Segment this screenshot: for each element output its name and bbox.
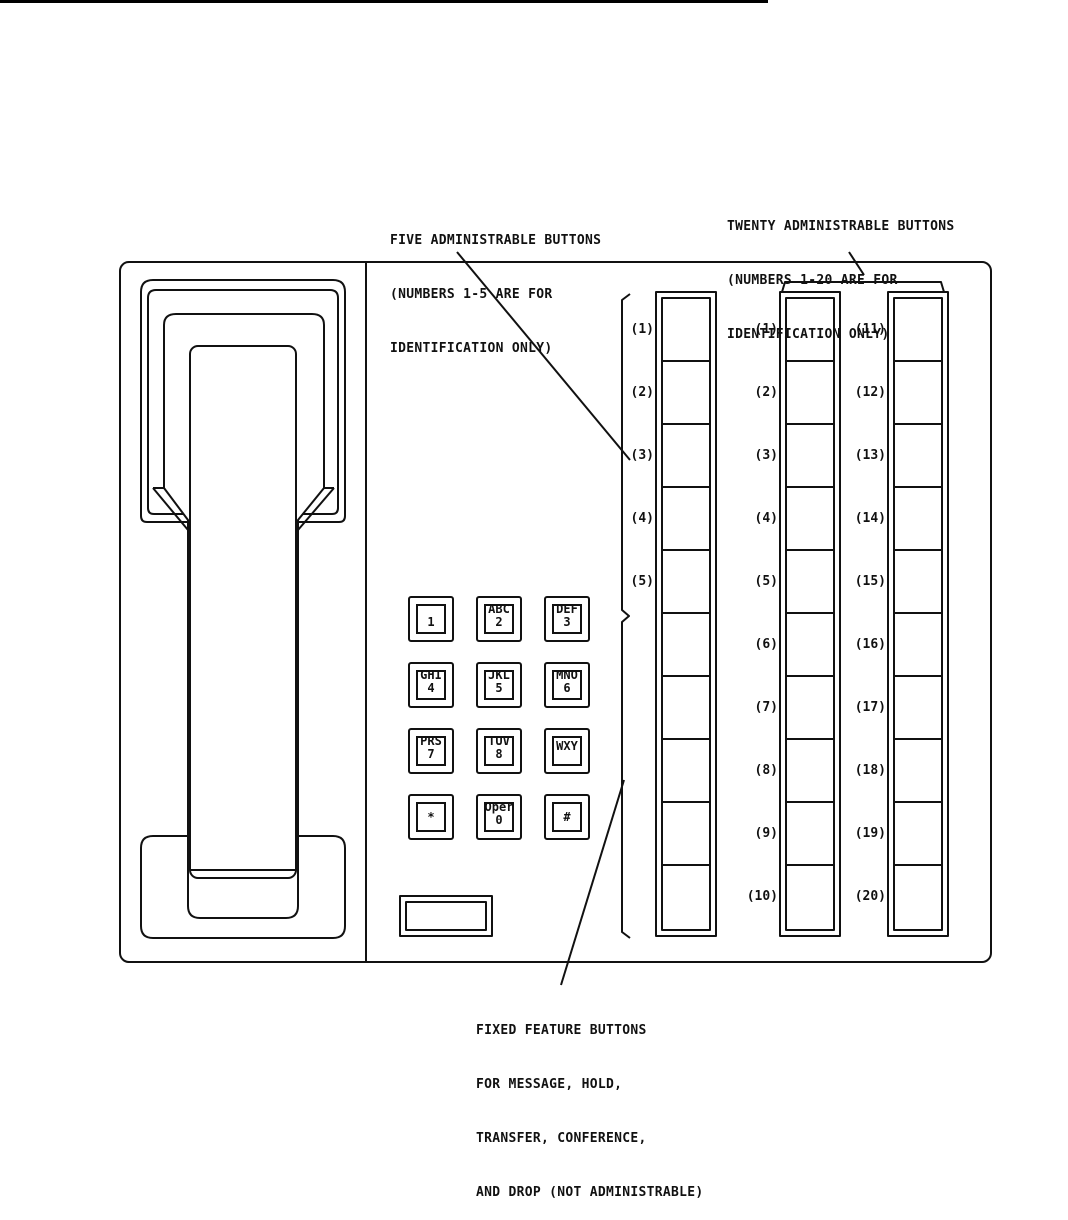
key-digit: 6 [563, 681, 571, 695]
key-letters: TUV [488, 734, 510, 748]
handset-grip [189, 345, 297, 879]
display-window-outer [399, 895, 493, 937]
fixed-buttons-bracket [621, 293, 631, 939]
callout-twenty-line-3: IDENTIFICATION ONLY) [727, 327, 890, 342]
left-label-5: (5) [630, 574, 654, 589]
keypad-key-7[interactable]: PRS 7 [408, 728, 454, 774]
callout-twenty-line-1: TWENTY ADMINISTRABLE BUTTONS [727, 219, 955, 234]
right-label-14: (14) [854, 511, 886, 526]
callout-five-buttons: FIVE ADMINISTRABLE BUTTONS (NUMBERS 1-5 … [390, 196, 601, 376]
key-digit: 8 [495, 747, 503, 761]
key-letters: DEF [556, 602, 578, 616]
cradle-lower [140, 835, 346, 939]
display-window-inner [405, 901, 487, 931]
left-label-3: (3) [630, 448, 654, 463]
handset [163, 313, 325, 919]
left-label-1: (1) [630, 322, 654, 337]
left-label-2: (2) [630, 385, 654, 400]
middle-label-1: (1) [754, 322, 778, 337]
keypad-key-pound[interactable]: # [544, 794, 590, 840]
keypad-key-2[interactable]: ABC 2 [476, 596, 522, 642]
key-digit: 0 [495, 813, 503, 827]
keypad-key-5[interactable]: JKL 5 [476, 662, 522, 708]
key-digit: 7 [427, 747, 435, 761]
keypad-key-9[interactable]: WXY [544, 728, 590, 774]
middle-label-4: (4) [754, 511, 778, 526]
callout-fixed-line-3: TRANSFER, CONFERENCE, [476, 1131, 647, 1146]
key-digit: 5 [495, 681, 503, 695]
key-digit: 1 [427, 615, 435, 629]
handset-shoulder-left [152, 487, 189, 531]
keypad-key-1[interactable]: 1 [408, 596, 454, 642]
middle-label-7: (7) [754, 700, 778, 715]
button-strip-right [887, 291, 949, 937]
middle-label-2: (2) [754, 385, 778, 400]
callout-twenty-line-2: (NUMBERS 1-20 ARE FOR [727, 273, 898, 288]
button-strip-left [655, 291, 717, 937]
leader-twenty-buttons [848, 251, 865, 276]
leader-five-buttons [456, 251, 631, 461]
right-label-19: (19) [854, 826, 886, 841]
key-letters: Oper [484, 800, 514, 814]
callout-fixed-line-1: FIXED FEATURE BUTTONS [476, 1023, 647, 1038]
key-digit: # [563, 809, 571, 824]
keypad-key-6[interactable]: MNO 6 [544, 662, 590, 708]
keypad-key-4[interactable]: GHI 4 [408, 662, 454, 708]
middle-label-9: (9) [754, 826, 778, 841]
keypad-key-0[interactable]: Oper 0 [476, 794, 522, 840]
leader-fixed-buttons [560, 779, 625, 986]
keypad-key-3[interactable]: DEF 3 [544, 596, 590, 642]
callout-twenty-buttons: TWENTY ADMINISTRABLE BUTTONS (NUMBERS 1-… [727, 182, 955, 362]
keypad-key-star[interactable]: * [408, 794, 454, 840]
middle-label-5: (5) [754, 574, 778, 589]
key-digit: 2 [495, 615, 503, 629]
cradle-outer [140, 279, 346, 523]
middle-label-10: (10) [746, 889, 778, 904]
right-label-16: (16) [854, 637, 886, 652]
right-label-18: (18) [854, 763, 886, 778]
right-label-11: (11) [854, 322, 886, 337]
middle-label-6: (6) [754, 637, 778, 652]
middle-label-8: (8) [754, 763, 778, 778]
right-label-20: (20) [854, 889, 886, 904]
callout-fixed-line-4: AND DROP (NOT ADMINISTRABLE) [476, 1185, 704, 1200]
key-digit: 3 [563, 615, 571, 629]
key-letters: WXY [556, 739, 578, 753]
top-rule [0, 0, 768, 3]
callout-five-line-1: FIVE ADMINISTRABLE BUTTONS [390, 233, 602, 248]
callout-five-line-2: (NUMBERS 1-5 ARE FOR [390, 287, 553, 302]
right-label-13: (13) [854, 448, 886, 463]
key-letters: ABC [488, 602, 510, 616]
telephone-diagram [119, 251, 992, 986]
right-label-15: (15) [854, 574, 886, 589]
key-digit: 4 [427, 681, 435, 695]
key-digit: * [427, 809, 435, 824]
left-label-4: (4) [630, 511, 654, 526]
callout-five-line-3: IDENTIFICATION ONLY) [390, 341, 553, 356]
button-strip-middle [779, 291, 841, 937]
key-letters: GHI [420, 668, 442, 682]
cradle-inner [147, 289, 339, 515]
middle-label-3: (3) [754, 448, 778, 463]
right-label-17: (17) [854, 700, 886, 715]
keypad-key-8[interactable]: TUV 8 [476, 728, 522, 774]
callout-fixed-line-2: FOR MESSAGE, HOLD, [476, 1077, 623, 1092]
key-letters: JKL [488, 668, 510, 682]
handset-shoulder-right [297, 487, 335, 531]
key-letters: PRS [420, 734, 442, 748]
phone-body-outline [119, 261, 992, 963]
right-label-12: (12) [854, 385, 886, 400]
twenty-buttons-bracket [781, 281, 945, 293]
key-letters: MNO [556, 668, 578, 682]
